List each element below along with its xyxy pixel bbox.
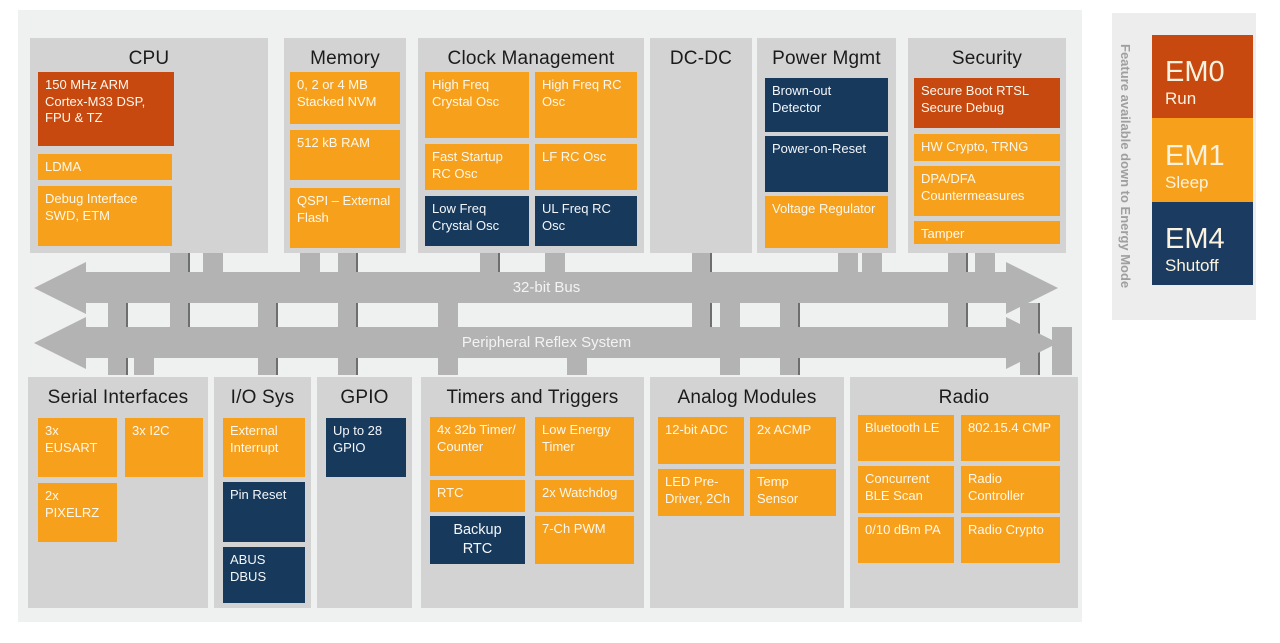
- block-low-energy-timer: Low Energy Timer: [535, 417, 634, 476]
- group-radio: Radio Bluetooth LE 802.15.4 CMP Concurre…: [850, 377, 1078, 608]
- block-power-on-reset: Power-on-Reset: [765, 136, 888, 192]
- bus-left-arrowhead: [34, 262, 86, 314]
- block-i2c: 3x I2C: [125, 418, 203, 477]
- group-cpu: CPU 150 MHz ARM Cortex-M33 DSP, FPU & TZ…: [30, 38, 268, 253]
- block-timer-counter: 4x 32b Timer/ Counter: [430, 417, 525, 476]
- group-title: Serial Interfaces: [47, 387, 189, 408]
- block-bluetooth-le: Bluetooth LE: [858, 415, 954, 461]
- bus-label: 32-bit Bus: [512, 279, 581, 296]
- group-serial-interfaces: Serial Interfaces 3x EUSART 3x I2C 2x PI…: [28, 377, 208, 608]
- legend-panel: Feature available down to Energy Mode EM…: [1112, 13, 1256, 320]
- block-pin-reset: Pin Reset: [223, 482, 305, 542]
- block-7ch-pwm: 7-Ch PWM: [535, 516, 634, 564]
- block-adc: 12-bit ADC: [658, 417, 744, 464]
- group-title: Clock Management: [447, 48, 615, 69]
- group-title: CPU: [128, 48, 170, 69]
- block-eusart: 3x EUSART: [38, 418, 117, 477]
- group-title: Analog Modules: [677, 387, 817, 408]
- block-debug-interface: Debug Interface SWD, ETM: [38, 186, 172, 246]
- group-title: Memory: [310, 48, 380, 69]
- group-title: Timers and Triggers: [446, 387, 619, 408]
- bus-connector: [862, 253, 882, 275]
- block-tamper: Tamper: [914, 221, 1060, 244]
- block-ul-freq-rc-osc: UL Freq RC Osc: [535, 196, 637, 246]
- group-gpio: GPIO Up to 28 GPIO: [317, 377, 412, 608]
- group-power-mgmt: Power Mgmt Brown-out Detector Power-on-R…: [757, 38, 896, 253]
- em0-state: Run: [1165, 88, 1197, 108]
- block-gpio-count: Up to 28 GPIO: [326, 418, 406, 477]
- group-io-sys: I/O Sys External Interrupt Pin Reset ABU…: [214, 377, 311, 608]
- block-qspi-external-flash: QSPI – External Flash: [290, 188, 400, 248]
- bus-label: Peripheral Reflex System: [461, 334, 632, 351]
- block-radio-crypto: Radio Crypto: [961, 517, 1060, 563]
- block-concurrent-ble-scan: Concurrent BLE Scan: [858, 466, 954, 513]
- em1-block: EM1 Sleep: [1152, 118, 1253, 202]
- block-ram: 512 kB RAM: [290, 130, 400, 180]
- group-title: I/O Sys: [230, 387, 295, 408]
- block-arm-cortex-m33: 150 MHz ARM Cortex-M33 DSP, FPU & TZ: [38, 72, 174, 146]
- block-backup-rtc: Backup RTC: [430, 516, 525, 564]
- group-timers-and-triggers: Timers and Triggers 4x 32b Timer/ Counte…: [421, 377, 644, 608]
- block-abus-dbus: ABUS DBUS: [223, 547, 305, 603]
- block-lf-rc-osc: LF RC Osc: [535, 144, 637, 190]
- bus-32bit: 32-bit Bus: [85, 272, 1008, 303]
- bus-right-arrowhead: [1006, 262, 1058, 314]
- block-hw-crypto-trng: HW Crypto, TRNG: [914, 134, 1060, 161]
- block-802-15-4-cmp: 802.15.4 CMP: [961, 415, 1060, 461]
- group-title: Radio: [938, 387, 990, 408]
- em4-block: EM4 Shutoff: [1152, 202, 1253, 285]
- block-hf-rc-osc: High Freq RC Osc: [535, 72, 637, 138]
- block-led-predriver: LED Pre-Driver, 2Ch: [658, 469, 744, 516]
- group-title: Security: [951, 48, 1023, 69]
- group-clock-management: Clock Management High Freq Crystal Osc H…: [418, 38, 644, 253]
- block-acmp: 2x ACMP: [750, 417, 836, 464]
- block-hf-crystal-osc: High Freq Crystal Osc: [425, 72, 529, 138]
- block-external-interrupt: External Interrupt: [223, 418, 305, 477]
- block-lf-crystal-osc: Low Freq Crystal Osc: [425, 196, 529, 246]
- group-title: GPIO: [340, 387, 389, 408]
- em4-name: EM4: [1165, 223, 1225, 256]
- em1-state: Sleep: [1165, 172, 1209, 192]
- group-dcdc: DC-DC: [650, 38, 752, 253]
- block-dpa-dfa-countermeasures: DPA/DFA Countermeasures: [914, 166, 1060, 216]
- block-radio-controller: Radio Controller: [961, 466, 1060, 513]
- bus-left-arrowhead: [34, 317, 86, 369]
- group-security: Security Secure Boot RTSL Secure Debug H…: [908, 38, 1066, 253]
- block-fast-startup-rc-osc: Fast Startup RC Osc: [425, 144, 529, 190]
- group-analog-modules: Analog Modules 12-bit ADC 2x ACMP LED Pr…: [650, 377, 844, 608]
- em0-name: EM0: [1165, 56, 1225, 89]
- block-rtc: RTC: [430, 480, 525, 512]
- block-pa: 0/10 dBm PA: [858, 517, 954, 563]
- group-title: DC-DC: [669, 48, 733, 69]
- group-title: Power Mgmt: [772, 48, 881, 69]
- em0-block: EM0 Run: [1152, 35, 1253, 118]
- block-brown-out-detector: Brown-out Detector: [765, 78, 888, 132]
- block-secure-boot: Secure Boot RTSL Secure Debug: [914, 78, 1060, 128]
- group-memory: Memory 0, 2 or 4 MB Stacked NVM 512 kB R…: [284, 38, 406, 253]
- block-stacked-nvm: 0, 2 or 4 MB Stacked NVM: [290, 72, 400, 124]
- em4-state: Shutoff: [1165, 255, 1219, 275]
- bus-peripheral-reflex-system: Peripheral Reflex System: [85, 327, 1008, 358]
- block-voltage-regulator: Voltage Regulator: [765, 196, 888, 248]
- block-watchdog: 2x Watchdog: [535, 480, 634, 512]
- block-temp-sensor: Temp Sensor: [750, 469, 836, 516]
- em1-name: EM1: [1165, 140, 1225, 173]
- bus-right-arrowhead: [1006, 317, 1058, 369]
- block-ldma: LDMA: [38, 154, 172, 180]
- block-pixelrz: 2x PIXELRZ: [38, 483, 117, 542]
- legend-side-label: Feature available down to Energy Mode: [1118, 44, 1133, 289]
